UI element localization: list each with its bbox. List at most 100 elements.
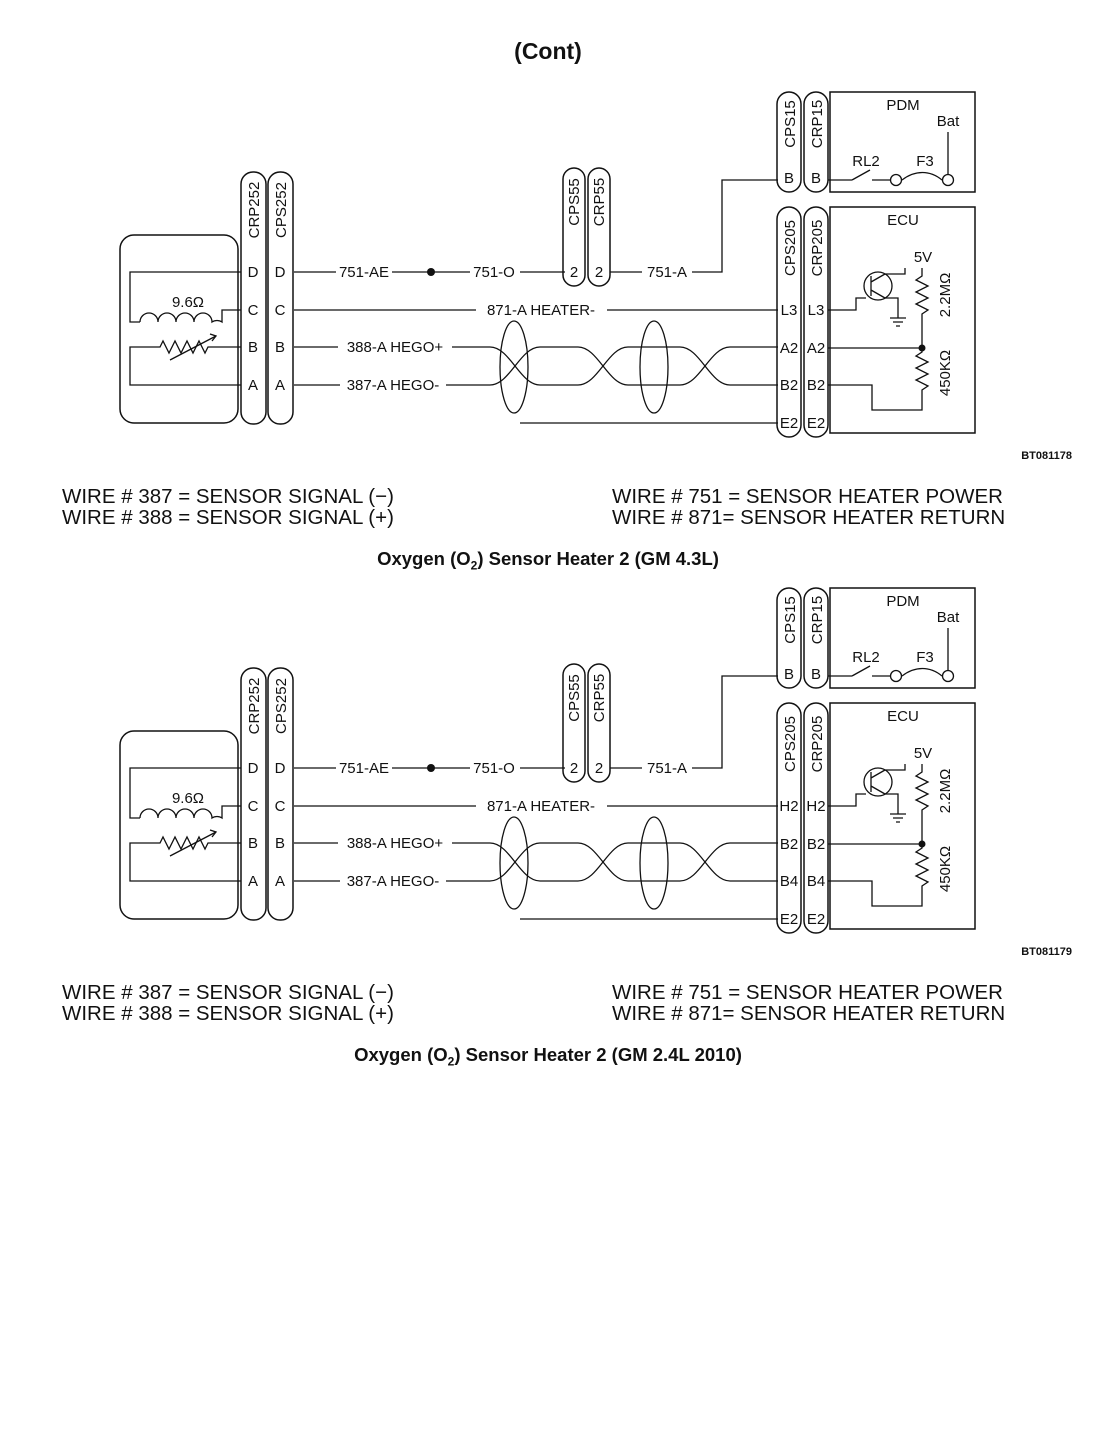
pdm-box [829, 587, 976, 689]
pin-label: E2 [780, 911, 798, 928]
pin-label: B [248, 339, 258, 356]
connector-cps15 [776, 91, 802, 193]
wire-label: 388-A HEGO+ [347, 835, 444, 852]
pin-label: 2 [595, 264, 603, 281]
pdm-title: PDM [886, 593, 919, 610]
heater-resistance-label: 9.6Ω [172, 294, 204, 311]
transistor-collector [885, 268, 906, 275]
pin-label: D [248, 760, 259, 777]
heater-coil-icon [139, 309, 246, 324]
connector-label: CPS55 [566, 178, 583, 226]
legend-line: WIRE # 388 = SENSOR SIGNAL (+) [62, 506, 394, 529]
supply-voltage-label: 5V [914, 249, 932, 266]
pin-label: A [275, 873, 285, 890]
connector-cps252 [267, 667, 294, 921]
connector-label: CRP205 [809, 716, 826, 773]
transistor-collector [885, 764, 906, 771]
ecu-box [829, 702, 976, 930]
connector-crp15 [803, 587, 829, 689]
wire-label: 751-O [473, 264, 515, 281]
resistor-2-2m-icon [914, 764, 930, 836]
pin-label: D [275, 264, 286, 281]
transistor-icon [863, 271, 893, 301]
sensor-element-resistor-icon [129, 339, 246, 386]
transistor-icon [863, 767, 893, 797]
wire-label: 751-A [647, 760, 687, 777]
transistor-leads [870, 273, 886, 299]
fuse-icon [889, 173, 903, 187]
pin-label: B4 [807, 873, 825, 890]
pin-label: A2 [780, 340, 798, 357]
pin-label: C [248, 798, 259, 815]
connector-crp205 [803, 206, 829, 438]
junction-dot [918, 344, 926, 352]
pin-label: B [811, 170, 821, 187]
battery-label: Bat [937, 113, 960, 130]
resistor-450k-icon [828, 836, 930, 907]
oxygen-sensor-box [119, 730, 239, 920]
pin-label: B [275, 835, 285, 852]
connector-label: CPS252 [273, 678, 290, 734]
legend-line: WIRE # 387 = SENSOR SIGNAL (−) [62, 981, 394, 1004]
wire-legend-left-1: WIRE # 387 = SENSOR SIGNAL (−) WIRE # 38… [62, 486, 394, 528]
resistor-450k-icon [828, 340, 930, 411]
pin-label: B [811, 666, 821, 683]
wire-751 [294, 675, 778, 769]
pin-label: B [784, 666, 794, 683]
relay-switch-icon [828, 169, 890, 181]
pin-label: B4 [780, 873, 798, 890]
wire-label: 871-A HEATER- [487, 798, 595, 815]
pin-label: E2 [807, 911, 825, 928]
wire-387 [294, 842, 778, 882]
wire-label: 751-AE [339, 264, 389, 281]
connector-label: CRP55 [591, 674, 608, 722]
connector-label: CPS15 [782, 596, 799, 644]
transistor-leads [870, 769, 886, 795]
connector-crp15 [803, 91, 829, 193]
transistor-base-wire [828, 297, 866, 311]
heater-wire [129, 271, 246, 323]
legend-line: WIRE # 751 = SENSOR HEATER POWER [612, 981, 1003, 1004]
arrow-head-icon [209, 829, 218, 838]
pin-label: L3 [808, 302, 825, 319]
wire-legend-right-1: WIRE # 751 = SENSOR HEATER POWER WIRE # … [612, 486, 1005, 528]
pin-label: B2 [780, 377, 798, 394]
splice-dot [427, 764, 435, 772]
figure-id: BT081178 [1021, 450, 1072, 462]
pin-label: B [275, 339, 285, 356]
battery-terminal-icon [941, 669, 955, 683]
wire-label: 751-A [647, 264, 687, 281]
pin-label: B [784, 170, 794, 187]
ground-icon [885, 793, 906, 823]
wire-legend-right-2: WIRE # 751 = SENSOR HEATER POWER WIRE # … [612, 982, 1005, 1024]
ecu-title: ECU [887, 212, 919, 229]
connector-crp55 [587, 167, 611, 287]
connector-label: CPS205 [782, 220, 799, 276]
wire-label: 387-A HEGO- [347, 377, 440, 394]
supply-voltage-label: 5V [914, 745, 932, 762]
connector-label: CRP15 [809, 100, 826, 148]
connector-label: CPS55 [566, 674, 583, 722]
pin-label: C [275, 302, 286, 319]
wire-legend-left-2: WIRE # 387 = SENSOR SIGNAL (−) WIRE # 38… [62, 982, 394, 1024]
pin-label: A2 [807, 340, 825, 357]
heater-wire [129, 767, 246, 819]
connector-crp205 [803, 702, 829, 934]
sensor-element-resistor-icon [129, 835, 246, 882]
wire-label: 751-AE [339, 760, 389, 777]
pin-label: B2 [807, 377, 825, 394]
pin-label: B [248, 835, 258, 852]
connector-label: CRP205 [809, 220, 826, 277]
connector-cps205 [776, 206, 802, 438]
resistor-label: 450KΩ [937, 846, 954, 892]
fuse-link [901, 171, 943, 181]
heater-resistance-label: 9.6Ω [172, 790, 204, 807]
legend-line: WIRE # 871= SENSOR HEATER RETURN [612, 1002, 1006, 1025]
pin-label: L3 [781, 302, 798, 319]
diagram-title-2: Oxygen (O2) Sensor Heater 2 (GM 2.4L 201… [354, 1044, 742, 1069]
junction-dot [918, 840, 926, 848]
pin-label: A [248, 873, 258, 890]
legend-line: WIRE # 751 = SENSOR HEATER POWER [612, 485, 1003, 508]
connector-crp55 [587, 663, 611, 783]
